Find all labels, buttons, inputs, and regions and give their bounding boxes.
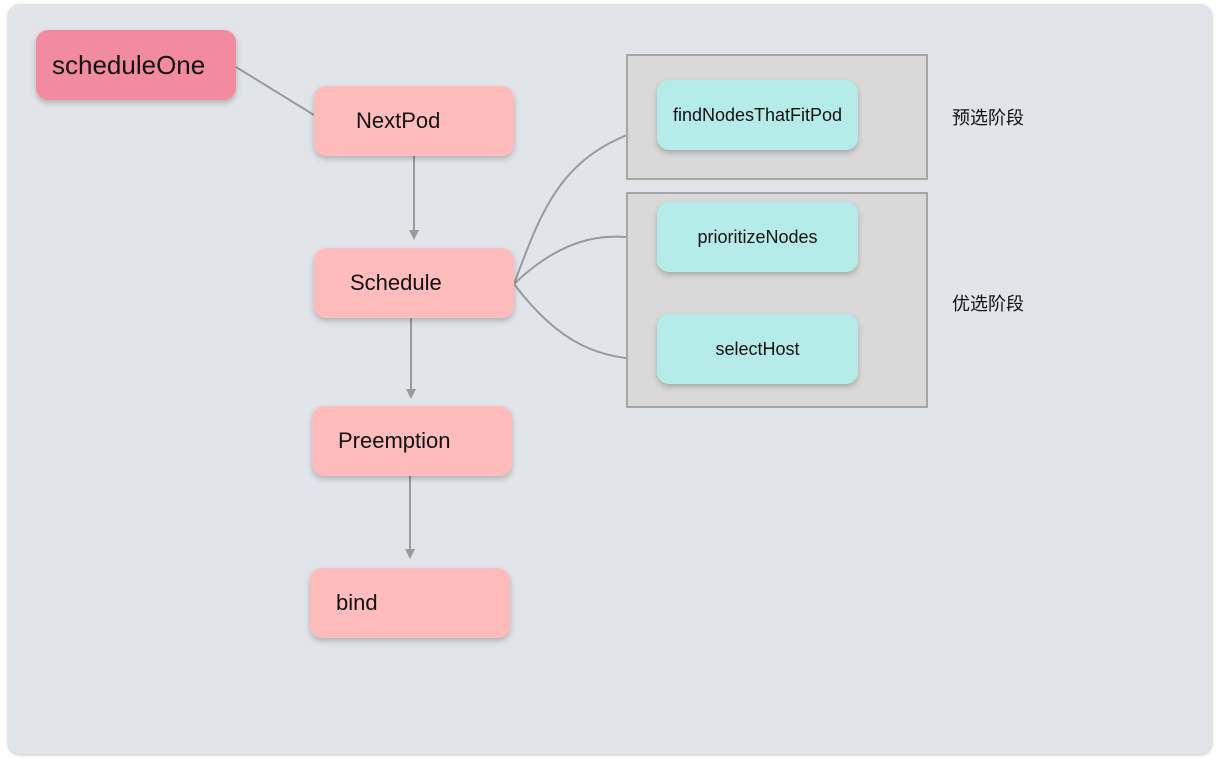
node-preemption[interactable]: Preemption: [312, 406, 512, 476]
node-bind[interactable]: bind: [310, 568, 510, 638]
diagram-canvas: [8, 4, 1212, 754]
node-schedule-one[interactable]: scheduleOne: [36, 30, 236, 100]
filter-stage-label: 预选阶段: [952, 108, 1024, 128]
node-find-nodes-that-fit-pod[interactable]: findNodesThatFitPod: [657, 80, 858, 150]
node-prioritize-nodes[interactable]: prioritizeNodes: [657, 202, 858, 272]
score-stage-label: 优选阶段: [952, 294, 1024, 314]
node-schedule[interactable]: Schedule: [314, 248, 514, 318]
node-next-pod[interactable]: NextPod: [314, 86, 514, 156]
node-select-host[interactable]: selectHost: [657, 314, 858, 384]
